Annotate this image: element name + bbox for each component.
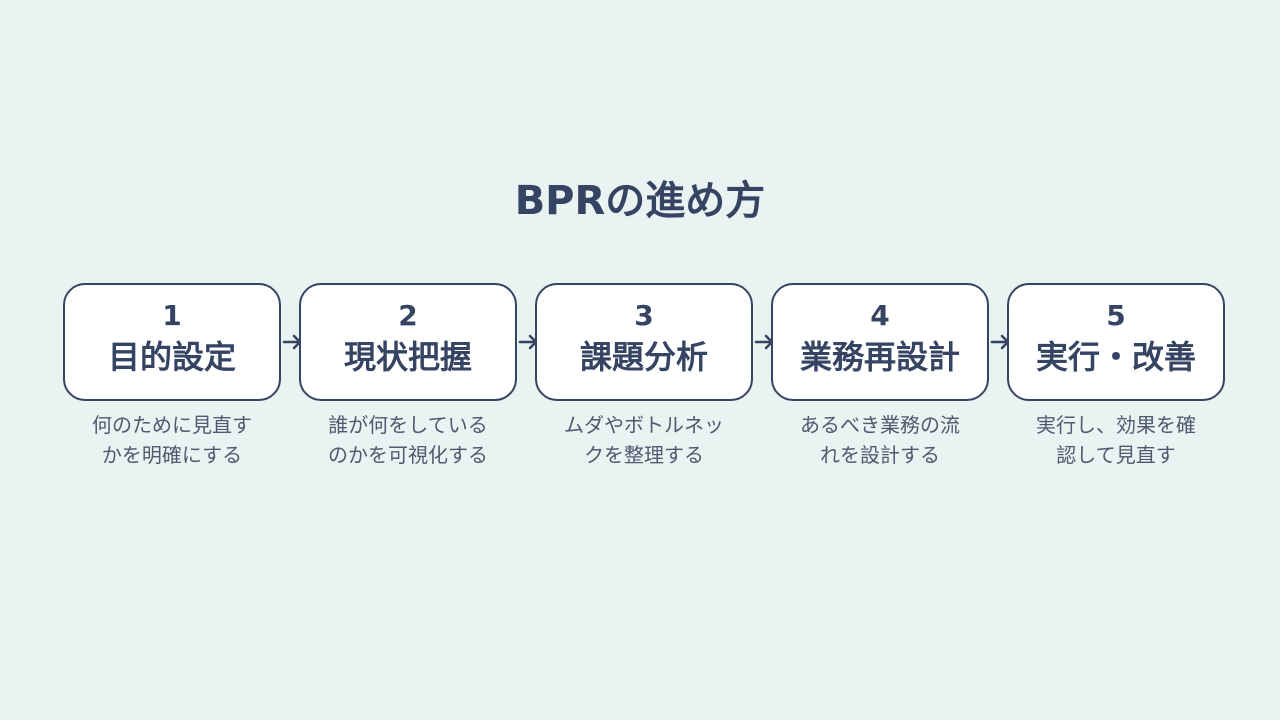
- step-box-3: 3 課題分析: [535, 283, 753, 401]
- step-description-1-line-1: 何のために見直す: [92, 413, 252, 437]
- step-box-4: 4 業務再設計: [771, 283, 989, 401]
- diagram-title: BPRの進め方: [514, 178, 766, 224]
- step-description-3-line-1: ムダやボトルネッ: [564, 413, 724, 437]
- step-description-1-line-2: かを明確にする: [101, 443, 243, 467]
- step-name-5: 実行・改善: [1035, 338, 1196, 376]
- step-name-2: 現状把握: [343, 338, 472, 376]
- step-description-2-line-1: 誰が何をしている: [328, 413, 488, 437]
- step-number-5: 5: [1106, 299, 1126, 332]
- step-box-5: 5 実行・改善: [1007, 283, 1225, 401]
- step-number-3: 3: [634, 299, 654, 332]
- step-description-1: 何のために見直す かを明確にする: [63, 410, 281, 470]
- step-description-2: 誰が何をしている のかを可視化する: [299, 410, 517, 470]
- step-description-3-line-2: クを整理する: [584, 443, 704, 467]
- step-number-4: 4: [870, 299, 890, 332]
- step-name-1: 目的設定: [107, 338, 236, 376]
- step-description-4: あるべき業務の流 れを設計する: [771, 410, 989, 470]
- step-name-4: 業務再設計: [799, 338, 960, 376]
- step-number-1: 1: [162, 299, 182, 332]
- step-description-5: 実行し、効果を確 認して見直す: [1007, 410, 1225, 470]
- step-description-2-line-2: のかを可視化する: [328, 443, 488, 467]
- step-number-2: 2: [398, 299, 418, 332]
- step-box-1: 1 目的設定: [63, 283, 281, 401]
- step-description-4-line-2: れを設計する: [820, 443, 940, 467]
- step-box-2: 2 現状把握: [299, 283, 517, 401]
- step-description-5-line-2: 認して見直す: [1056, 443, 1176, 467]
- step-name-3: 課題分析: [579, 338, 708, 376]
- step-description-4-line-1: あるべき業務の流: [800, 413, 960, 437]
- step-description-5-line-1: 実行し、効果を確: [1036, 413, 1196, 437]
- step-description-3: ムダやボトルネッ クを整理する: [535, 410, 753, 470]
